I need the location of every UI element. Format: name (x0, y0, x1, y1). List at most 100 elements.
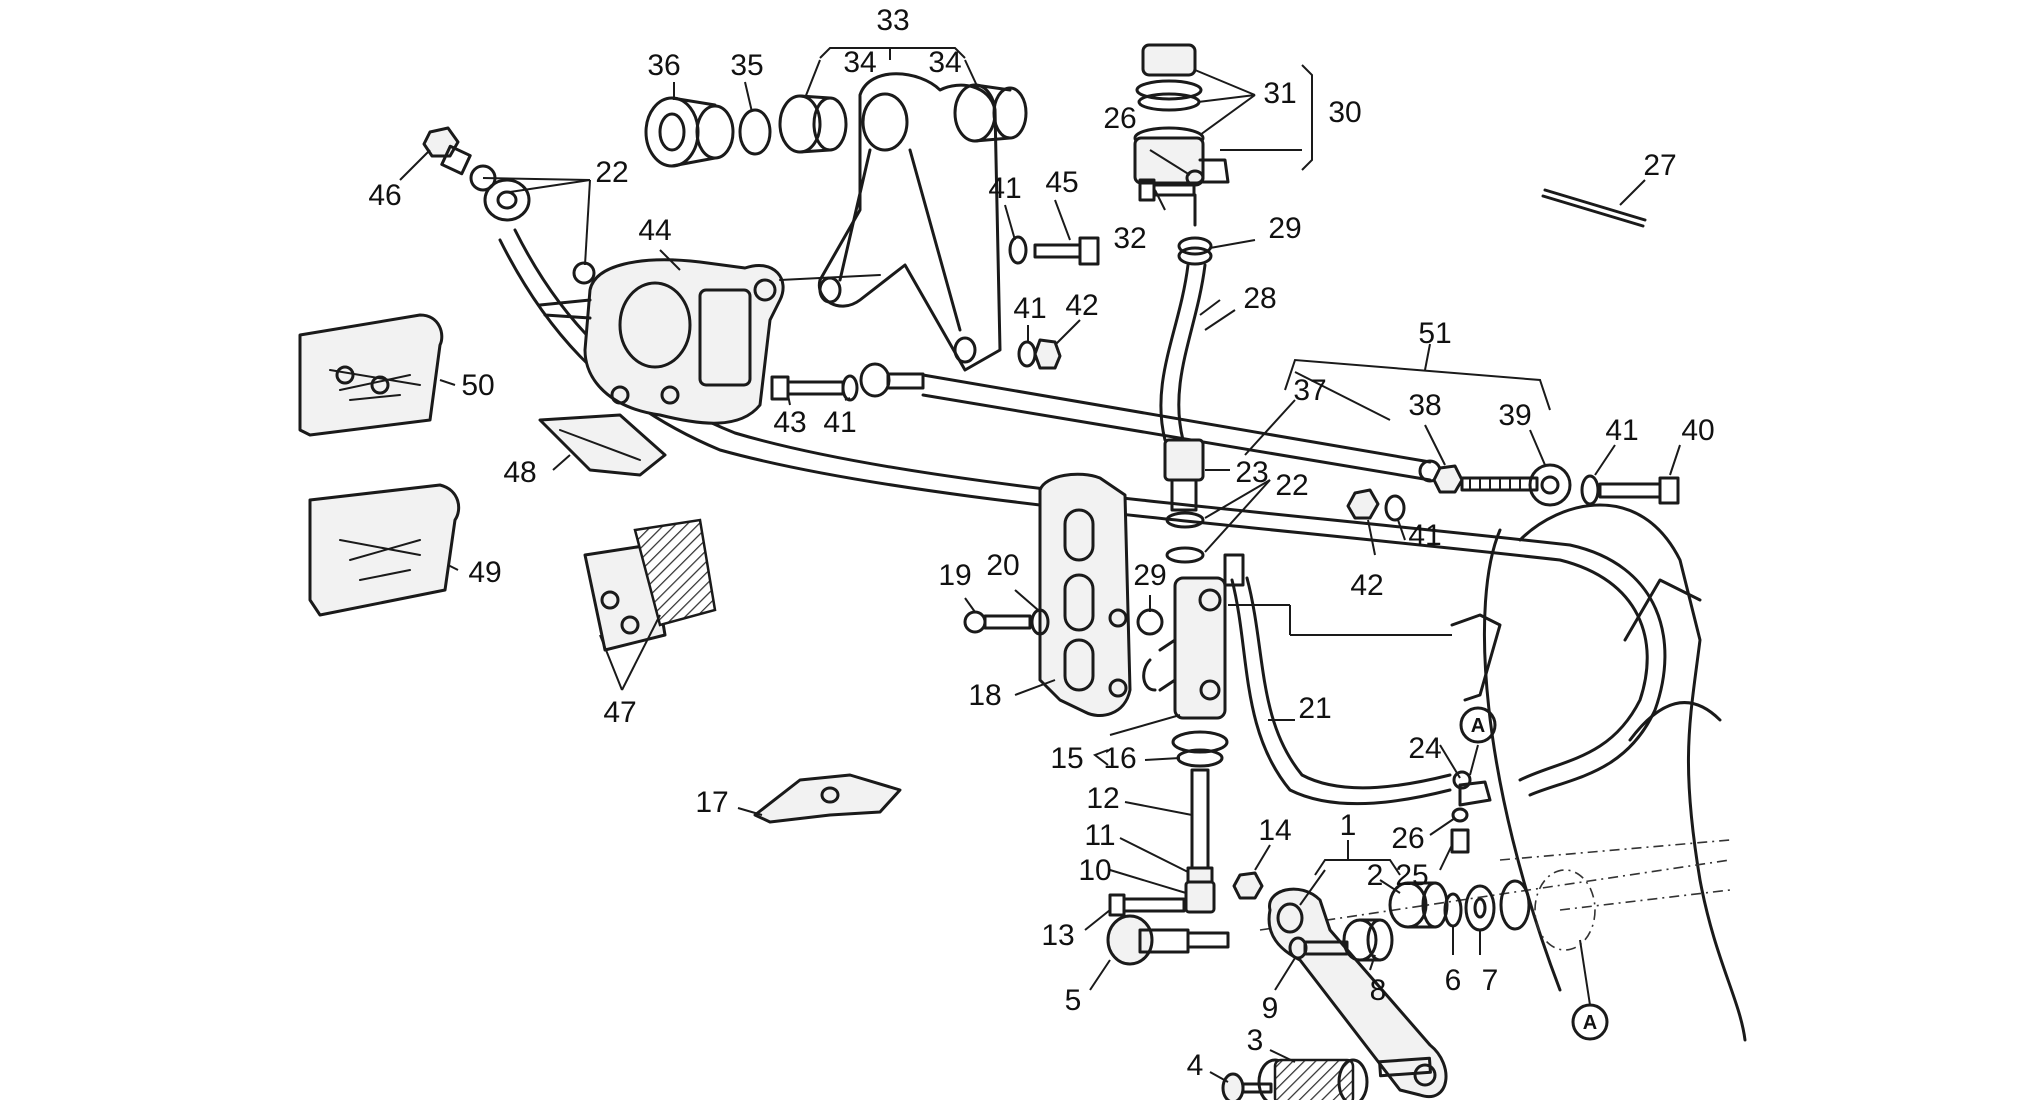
callout-34-left: 34 (843, 46, 876, 79)
reference-circle-a-upper (1459, 706, 1497, 744)
callout-45: 45 (1045, 166, 1078, 199)
callout-51: 51 (1418, 317, 1451, 350)
callout-2: 2 (1367, 859, 1384, 892)
part-34-bushing-left (778, 94, 848, 154)
callout-28: 28 (1243, 282, 1276, 315)
callout-27: 27 (1643, 149, 1676, 182)
part-40-bolt (1598, 476, 1680, 505)
part-32-screw (1138, 178, 1196, 202)
callout-39: 39 (1498, 399, 1531, 432)
part-2-bushing (1388, 881, 1449, 929)
callout-46: 46 (368, 179, 401, 212)
frame-outline (1482, 503, 1747, 1042)
callout-24: 24 (1408, 732, 1441, 765)
callout-18: 18 (968, 679, 1001, 712)
callout-25: 25 (1395, 859, 1428, 892)
callout-8: 8 (1370, 974, 1387, 1007)
part-28-reservoir-hose (1159, 263, 1207, 442)
pedal-linkage (1378, 1056, 1432, 1078)
part-4-screw (1221, 1072, 1273, 1100)
callout-13: 13 (1041, 919, 1074, 952)
part-44-caliper (538, 258, 785, 425)
part-27-pin (1541, 188, 1647, 228)
callout-5: 5 (1065, 984, 1082, 1017)
callout-49: 49 (468, 556, 501, 589)
callout-38: 38 (1408, 389, 1441, 422)
part-23-banjo (1163, 438, 1205, 512)
callout-50: 50 (461, 369, 494, 402)
callout-41-bolt-45: 41 (988, 172, 1021, 205)
callout-33: 33 (876, 4, 909, 37)
threaded-rod (1460, 476, 1539, 492)
callout-11: 11 (1084, 819, 1115, 852)
part-13-pin (1108, 893, 1186, 917)
part-18-heat-shield (1038, 472, 1132, 717)
callout-26-lower: 26 (1391, 822, 1424, 855)
part-49-kit-bag (308, 483, 461, 617)
part-33-lever-bracket (817, 72, 1002, 372)
callout-1: 1 (1340, 809, 1357, 842)
washer-22-mc-bottom (1165, 546, 1205, 564)
part-29-clamp-top (1177, 236, 1213, 266)
part-26-25-bolt (1450, 807, 1470, 854)
callout-19: 19 (938, 559, 971, 592)
rod-end-left (859, 362, 925, 398)
part-17-kit-bag (753, 773, 902, 824)
part-30-reservoir (1133, 43, 1230, 185)
callout-17: 17 (695, 786, 728, 819)
callout-42-middle: 42 (1350, 569, 1383, 602)
callout-23: 23 (1235, 456, 1268, 489)
axis-lines (1259, 839, 1731, 931)
part-24-bracket (1452, 770, 1492, 807)
part-5-knob (1106, 914, 1230, 966)
callout-16: 16 (1103, 742, 1136, 775)
part-35-o-ring (738, 108, 772, 156)
part-38-locknut (1432, 464, 1464, 494)
callout-30: 30 (1328, 96, 1361, 129)
callout-35: 35 (730, 49, 763, 82)
leader-lines (399, 47, 1681, 1083)
callout-22-caliper: 22 (595, 156, 628, 189)
nut-41-42-middle (1346, 488, 1406, 522)
part-12-pushrod (1190, 768, 1210, 872)
callout-48: 48 (503, 456, 536, 489)
washer-26-top (1185, 169, 1205, 187)
part-48-brake-pad-shim (538, 413, 667, 477)
callout-9: 9 (1262, 992, 1279, 1025)
callout-37: 37 (1293, 374, 1326, 407)
callout-41-rod-right: 41 (1605, 414, 1638, 447)
pivot-boss (1499, 869, 1596, 951)
callout-41-lever: 41 (1013, 292, 1046, 325)
part-21-hose (1223, 553, 1452, 806)
callout-43: 43 (773, 406, 806, 439)
callout-42-lever: 42 (1065, 289, 1098, 322)
reference-mark-a-upper: A (1471, 715, 1485, 737)
part-36-bushing (644, 96, 735, 168)
callout-32: 32 (1113, 222, 1146, 255)
callout-29-master-cylinder: 29 (1133, 559, 1166, 592)
mount-bracket-plate (1228, 604, 1502, 702)
part-9-screw (1288, 936, 1349, 960)
callout-4: 4 (1187, 1049, 1204, 1082)
callout-15: 15 (1050, 742, 1083, 775)
part-3-footpeg-rubber (1257, 1058, 1369, 1100)
callout-22-master-cylinder: 22 (1275, 469, 1308, 502)
callout-20: 20 (986, 549, 1019, 582)
bolt-45 (1008, 235, 1100, 266)
reference-circle-a-lower (1571, 1003, 1609, 1041)
callout-12: 12 (1086, 782, 1119, 815)
part-29-clamp-mc (1136, 608, 1164, 636)
callout-3: 3 (1247, 1024, 1264, 1057)
part-39-rod-end (1528, 463, 1572, 507)
banjo-fitting (483, 178, 531, 222)
callout-labels: 1 2 3 4 5 6 7 8 9 10 11 12 13 14 15 16 1… (368, 4, 1714, 1082)
reference-mark-a-lower: A (1583, 1012, 1597, 1034)
part-15-master-cylinder (1142, 576, 1227, 720)
part-50-kit-bag (298, 313, 444, 437)
part-19-bolt (963, 610, 1032, 634)
callout-26-upper: 26 (1103, 102, 1136, 135)
callout-6: 6 (1445, 964, 1462, 997)
part-16-boot (1171, 730, 1229, 768)
washer-22-mc-top (1165, 511, 1205, 529)
